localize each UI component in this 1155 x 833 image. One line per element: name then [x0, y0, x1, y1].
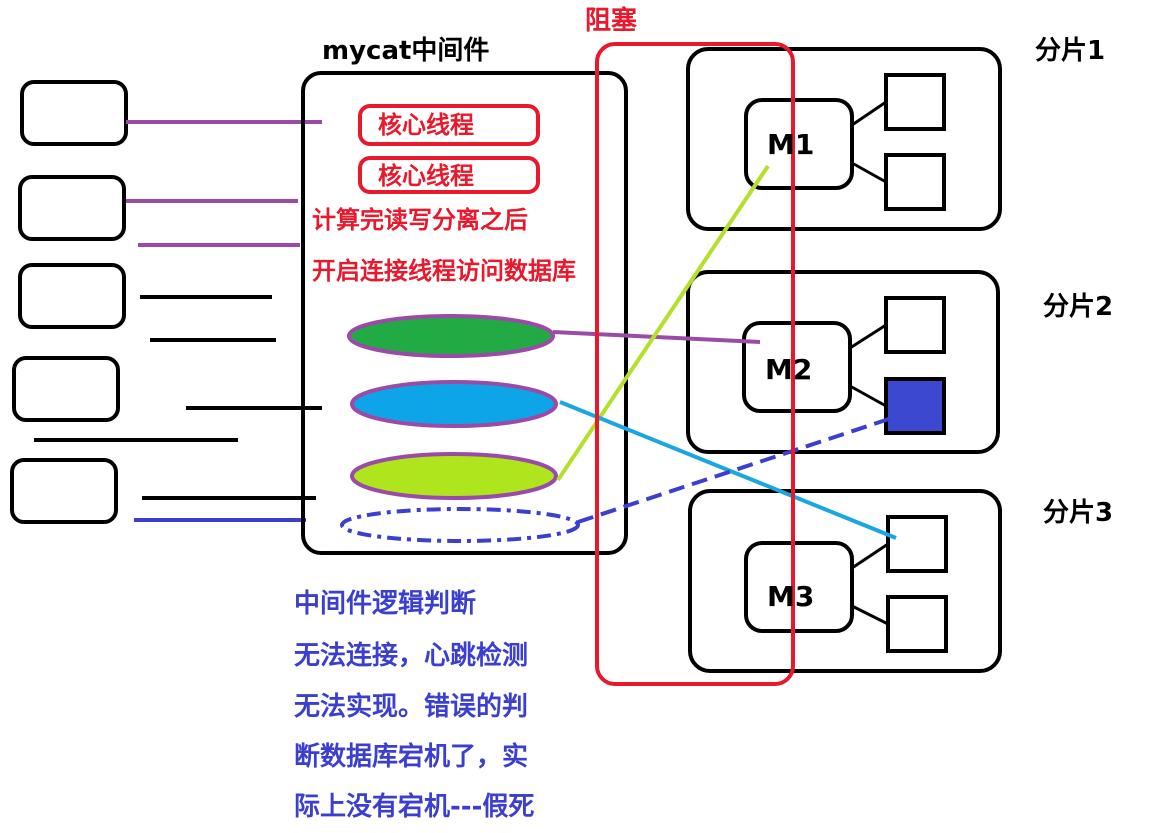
master-node-m1 — [744, 98, 854, 190]
client-box — [10, 458, 118, 524]
mycat-middleware-box — [301, 71, 628, 555]
middleware-note-line: 计算完读写分离之后 — [312, 206, 528, 234]
replication-link — [851, 604, 889, 626]
core-thread-box — [358, 156, 540, 194]
replication-link — [849, 384, 887, 408]
replication-link — [851, 542, 889, 570]
failed-slave-node — [884, 377, 946, 435]
slave-node — [886, 595, 948, 653]
pool-link-m2 — [552, 330, 761, 344]
blocking-region — [595, 42, 795, 686]
explanation-line: 际上没有宕机---假死 — [294, 792, 535, 822]
replication-link — [851, 100, 887, 127]
shard-1-box — [686, 47, 1002, 231]
middleware-note-line: 开启连接线程访问数据库 — [312, 257, 576, 285]
explanation-line: 中间件逻辑判断 — [294, 589, 477, 619]
client-box — [12, 356, 120, 422]
explanation-line: 无法连接，心跳检测 — [294, 641, 529, 671]
shard-2-box — [686, 270, 1000, 454]
master-node-m2 — [742, 321, 852, 413]
slave-node — [884, 153, 946, 211]
core-thread-label: 核心线程 — [378, 111, 474, 139]
master-m2-label: M2 — [765, 353, 813, 386]
client-box — [20, 80, 128, 146]
pool-link-shard3-slave — [559, 400, 897, 540]
shard-1-label: 分片1 — [1035, 36, 1106, 66]
explanation-line: 无法实现。错误的判 — [294, 692, 529, 722]
shard-2-label: 分片2 — [1043, 292, 1114, 322]
shard-3-box — [688, 489, 1002, 673]
client-box — [18, 175, 126, 241]
slave-node — [886, 515, 948, 573]
pool-link-m1 — [556, 164, 770, 482]
core-thread-box — [358, 104, 540, 146]
master-m3-label: M3 — [767, 580, 815, 613]
middleware-title: mycat中间件 — [322, 36, 490, 66]
master-node-m3 — [744, 541, 854, 633]
replication-link — [849, 323, 887, 350]
shard-3-label: 分片3 — [1043, 498, 1114, 528]
connection-pool-dashed — [340, 507, 580, 543]
connection-pool-green — [347, 314, 555, 358]
explanation-line: 断数据库宕机了，实 — [294, 742, 529, 772]
blocking-label: 阻塞 — [585, 6, 638, 36]
connection-pool-blue — [350, 380, 558, 428]
client-box — [18, 263, 126, 329]
connection-pool-lime — [350, 452, 558, 500]
master-m1-label: M1 — [767, 128, 815, 161]
dead-connection-link — [577, 416, 893, 524]
replication-link — [851, 161, 887, 184]
slave-node — [884, 73, 946, 131]
slave-node — [884, 296, 946, 354]
core-thread-label: 核心线程 — [378, 162, 474, 190]
